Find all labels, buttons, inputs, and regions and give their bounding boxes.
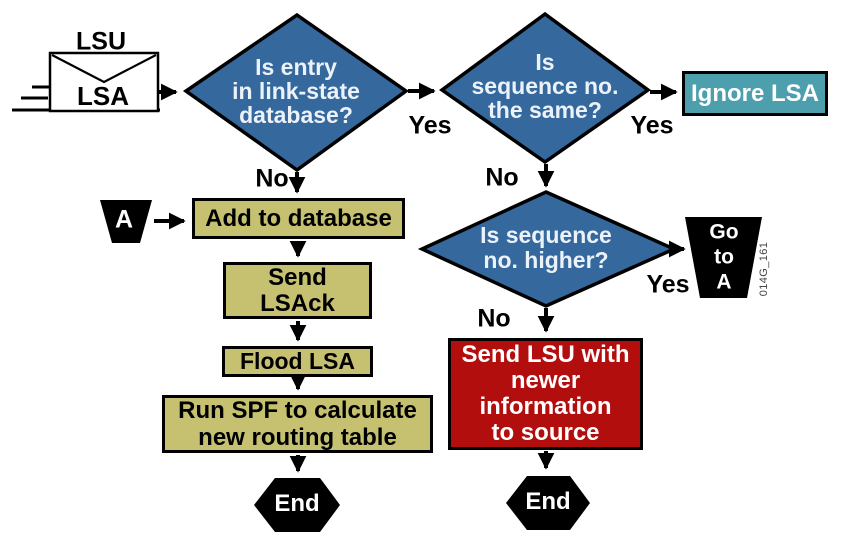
decision-sequence-higher <box>417 190 679 308</box>
process-send-lsu-newer: Send LSU with newer information to sourc… <box>448 338 643 450</box>
edge-label-no-d1: No <box>255 164 289 193</box>
envelope-top-label: LSU <box>76 27 126 56</box>
edge-label-yes-d2: Yes <box>630 111 674 140</box>
decision-entry-in-database-label: Is entry in link-state database? <box>232 54 360 128</box>
edge-label-yes-d3: Yes <box>646 270 690 299</box>
figure-id: 014G_161 <box>758 241 770 297</box>
decision-entry-in-database <box>182 12 410 173</box>
connector-a-label: A <box>114 205 134 234</box>
decision-sequence-higher-label: Is sequence no. higher? <box>480 222 612 273</box>
flow-arrows <box>154 82 686 473</box>
process-flood-lsa-label: Flood LSA <box>240 348 355 374</box>
terminal-end-right-shape <box>506 476 590 530</box>
envelope-icon <box>48 51 160 113</box>
process-send-lsack: Send LSAck <box>223 262 372 319</box>
process-flood-lsa: Flood LSA <box>222 346 373 377</box>
process-send-lsack-label: Send LSAck <box>260 263 335 317</box>
decision-sequence-same <box>439 11 651 165</box>
edge-label-yes-d1: Yes <box>408 111 452 140</box>
terminal-end-left-shape <box>254 478 340 532</box>
process-ignore-lsa: Ignore LSA <box>682 71 828 116</box>
terminal-end-left-label: End <box>274 490 320 517</box>
edge-label-no-d3: No <box>477 304 511 333</box>
process-add-to-database: Add to database <box>192 198 405 239</box>
process-ignore-lsa-label: Ignore LSA <box>690 79 819 107</box>
process-add-to-database-label: Add to database <box>205 204 392 232</box>
terminal-end-right-label: End <box>525 488 571 515</box>
process-run-spf-label: Run SPF to calculate new routing table <box>178 397 417 451</box>
connector-goto-a-shape <box>685 217 762 298</box>
connector-a-shape <box>100 200 152 243</box>
process-run-spf: Run SPF to calculate new routing table <box>162 395 433 453</box>
connector-goto-a-label: Go to A <box>709 220 739 294</box>
process-send-lsu-newer-label: Send LSU with newer information to sourc… <box>461 341 630 446</box>
decision-sequence-same-label: Is sequence no. the same? <box>471 49 619 123</box>
envelope-inner-label: LSA <box>77 81 129 111</box>
edge-label-no-d2: No <box>485 163 519 192</box>
